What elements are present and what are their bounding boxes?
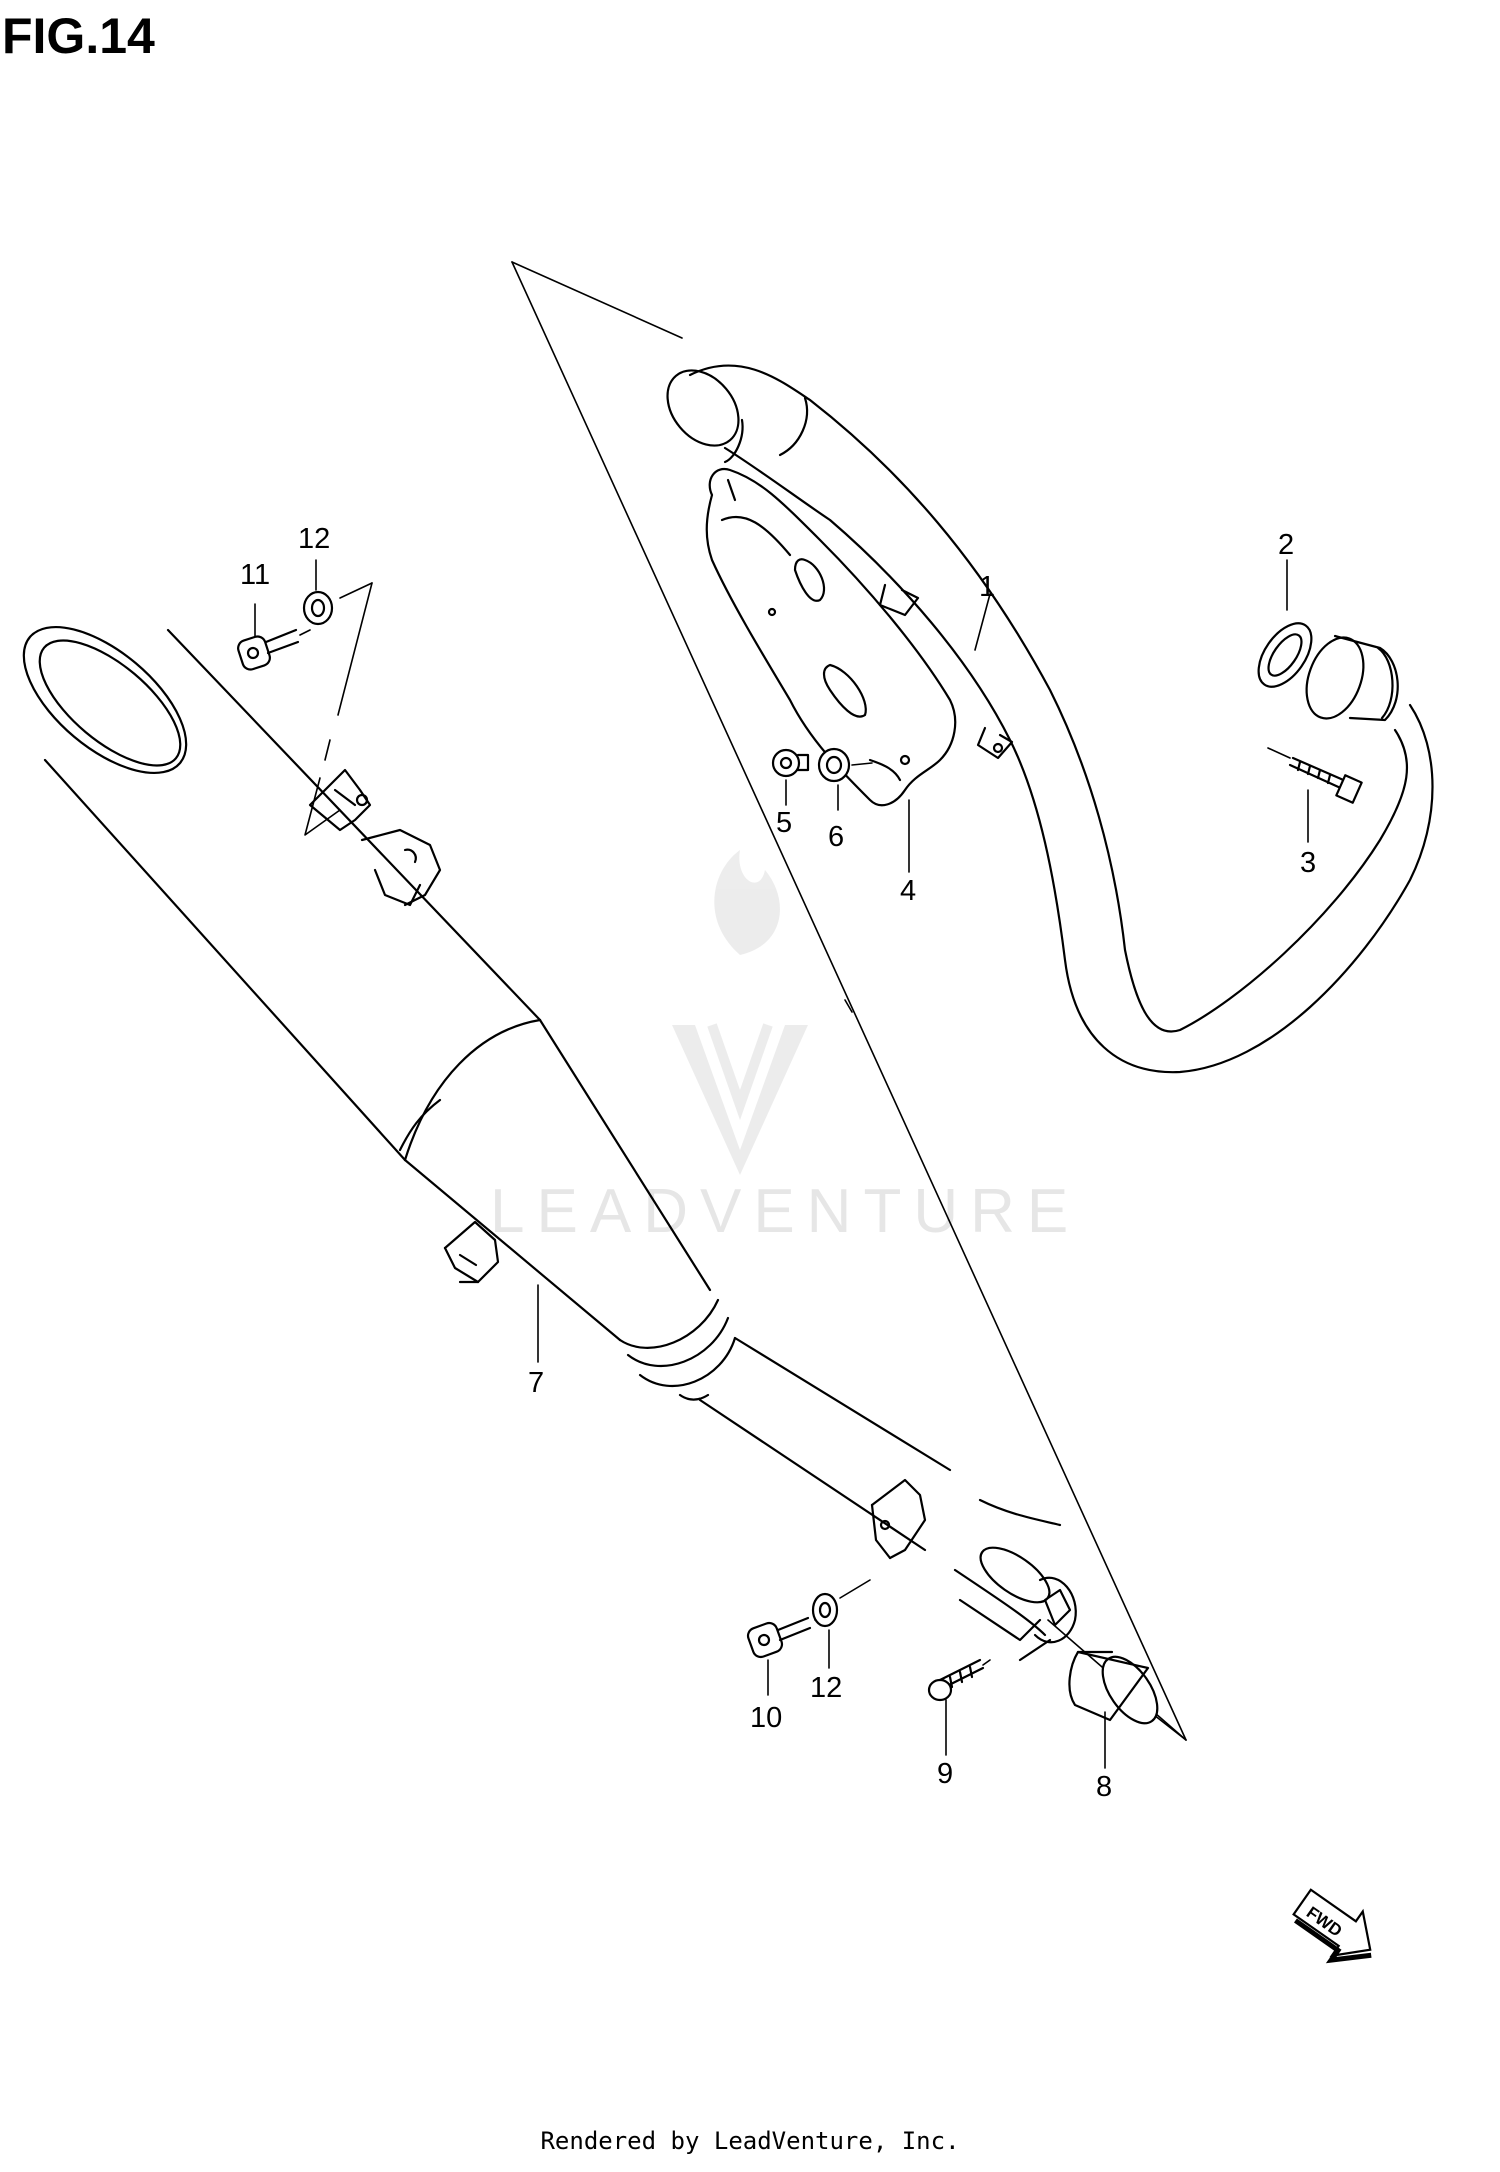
callout-7: 7 [528,1367,544,1399]
sleeve-part-8 [1068,1650,1159,1725]
watermark-text: LEADVENTURE [490,1177,1080,1246]
bolt-part-11 [237,628,311,671]
callout-12-lower: 12 [810,1672,842,1704]
bolt-part-5 [771,748,810,778]
footer-credit: Rendered by LeadVenture, Inc. [540,2127,960,2155]
callout-10: 10 [750,1702,782,1734]
assembly-boundary-triangle [511,261,1187,1741]
screw-part-9 [927,1658,991,1702]
callout-6: 6 [828,821,844,853]
callout-5: 5 [776,807,792,839]
callout-3: 3 [1300,847,1316,879]
bolt-part-10 [746,1614,826,1659]
bolt-part-3 [1267,747,1363,804]
washer-part-12-upper [302,582,373,836]
exhaust-pipe-part-1 [666,364,1434,1074]
callout-1: 1 [979,571,995,603]
gasket-part-2 [1257,622,1313,688]
fwd-arrow-icon: FWD [1292,1888,1372,1964]
watermark-logo: LEADVENTURE [490,850,1080,1246]
callout-2: 2 [1278,529,1294,561]
callout-labels: 1 2 3 4 5 6 7 8 9 10 11 12 12 [240,523,1316,1803]
heat-shield-part-4 [705,467,957,807]
callout-12-upper: 12 [298,523,330,555]
washer-part-6 [817,747,873,783]
callout-leaders [254,559,1309,1769]
muffler-part-7 [22,625,1077,1662]
callout-11: 11 [240,559,270,591]
callout-9: 9 [937,1758,953,1790]
washer-part-12-lower [811,1579,871,1628]
figure-title: FIG.14 [2,8,155,64]
callout-4: 4 [900,875,916,907]
callout-8: 8 [1096,1771,1112,1803]
